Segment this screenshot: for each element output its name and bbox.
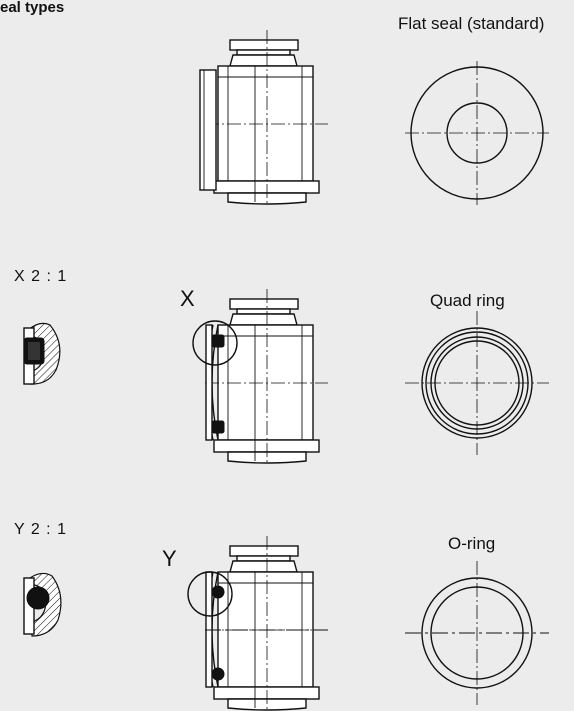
quad-ring-detail-section xyxy=(23,322,61,385)
detail-label-x: X 2 : 1 xyxy=(14,268,67,285)
page-title: eal types xyxy=(0,0,64,16)
quad-ring-group: X 2 : 1 Quad ring X xyxy=(14,268,550,466)
flat-seal-group: Flat seal (standard) xyxy=(199,14,550,207)
variant-label-quad-ring: Quad ring xyxy=(430,291,505,310)
quad-ring-front-view xyxy=(404,310,550,456)
o-ring-front-view xyxy=(405,561,549,705)
callout-x: X xyxy=(180,286,195,311)
o-ring-side-view xyxy=(187,535,329,711)
variant-label-o-ring: O-ring xyxy=(448,534,495,553)
variant-label-flat-seal: Flat seal (standard) xyxy=(398,14,544,33)
quad-ring-side-view xyxy=(192,288,329,466)
detail-label-y: Y 2 : 1 xyxy=(14,521,67,538)
callout-y: Y xyxy=(162,546,177,571)
flat-seal-side-view xyxy=(199,29,329,207)
flat-seal-front-view xyxy=(404,60,550,206)
o-ring-group: Y 2 : 1 O-ring Y xyxy=(14,521,549,711)
o-ring-detail-section xyxy=(23,572,62,637)
